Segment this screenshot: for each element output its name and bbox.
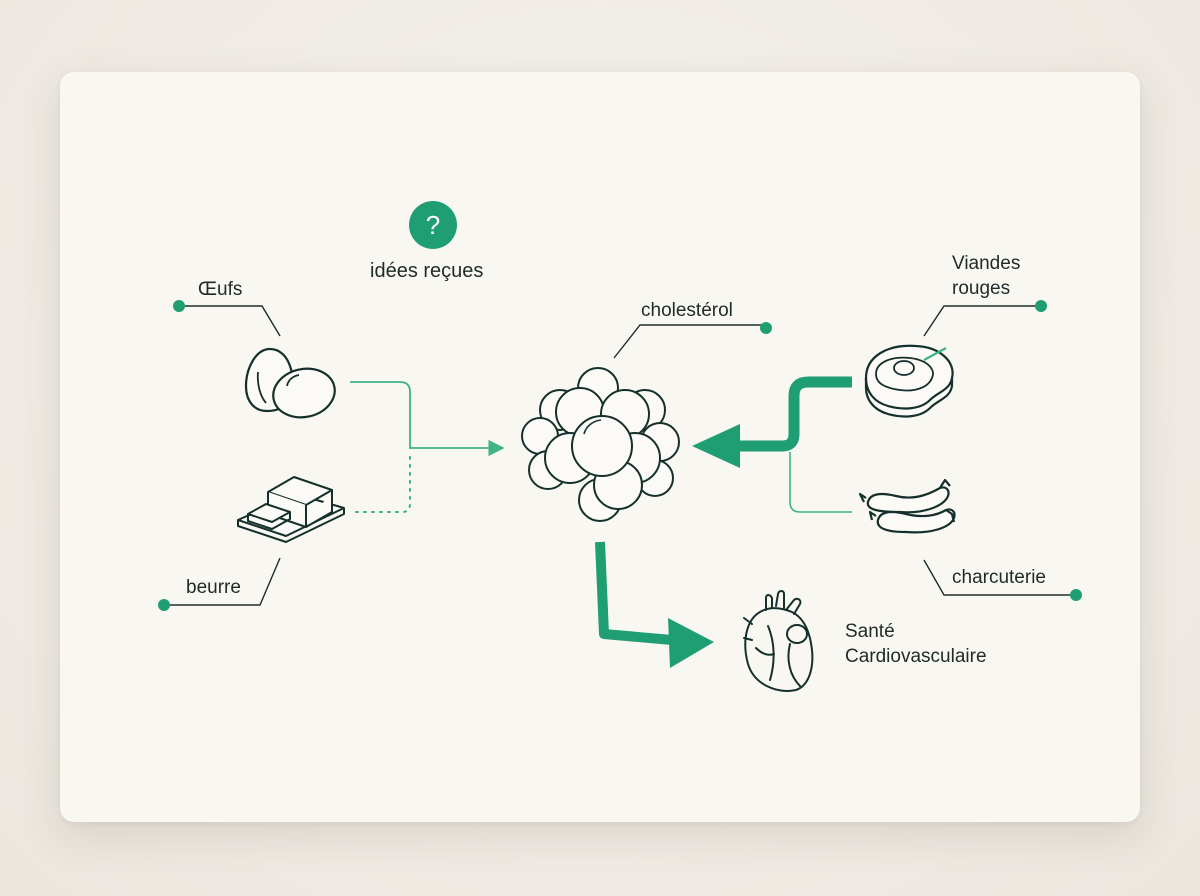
dotted-butter-to-cholesterol (355, 451, 411, 513)
dot-red-meat (1035, 300, 1047, 312)
leader-dots (158, 300, 1082, 611)
cholesterol-molecule-icon (521, 367, 680, 522)
butter-icon (237, 476, 345, 543)
dot-butter (158, 599, 170, 611)
label-heart: Santé Cardiovasculaire (845, 619, 987, 669)
arrow-cholesterol-to-heart (595, 541, 714, 668)
leader-lines (165, 305, 1075, 606)
label-cholesterol: cholestérol (641, 300, 733, 321)
label-eggs: Œufs (198, 279, 243, 300)
leader-red-meat (923, 305, 1040, 337)
leader-cholesterol (613, 324, 765, 359)
arrow-eggs-to-cholesterol (350, 381, 505, 457)
label-red-meat-line1: Viandes (952, 253, 1021, 274)
dot-charcuterie (1070, 589, 1082, 601)
steak-icon (864, 344, 954, 418)
line-charcuterie-to-cholesterol (789, 452, 852, 513)
label-butter: beurre (186, 577, 241, 598)
eggs-icon (244, 347, 336, 419)
label-red-meat: Viandes rouges (952, 251, 1020, 301)
dot-cholesterol (760, 322, 772, 334)
label-charcuterie: charcuterie (952, 567, 1046, 588)
question-glyph: ? (426, 210, 440, 240)
dot-eggs (173, 300, 185, 312)
leader-butter (165, 557, 281, 606)
leader-eggs (180, 305, 281, 337)
label-heart-line1: Santé (845, 621, 895, 642)
leader-charcuterie (923, 559, 1075, 596)
label-heart-line2: Cardiovasculaire (845, 646, 987, 667)
sausages-icon (858, 478, 956, 534)
heart-icon (743, 590, 814, 692)
question-icon: ? (409, 201, 457, 249)
arrow-red-meat-to-cholesterol (692, 376, 852, 468)
label-red-meat-line2: rouges (952, 278, 1011, 299)
label-misconceptions: idées reçues (370, 260, 484, 282)
